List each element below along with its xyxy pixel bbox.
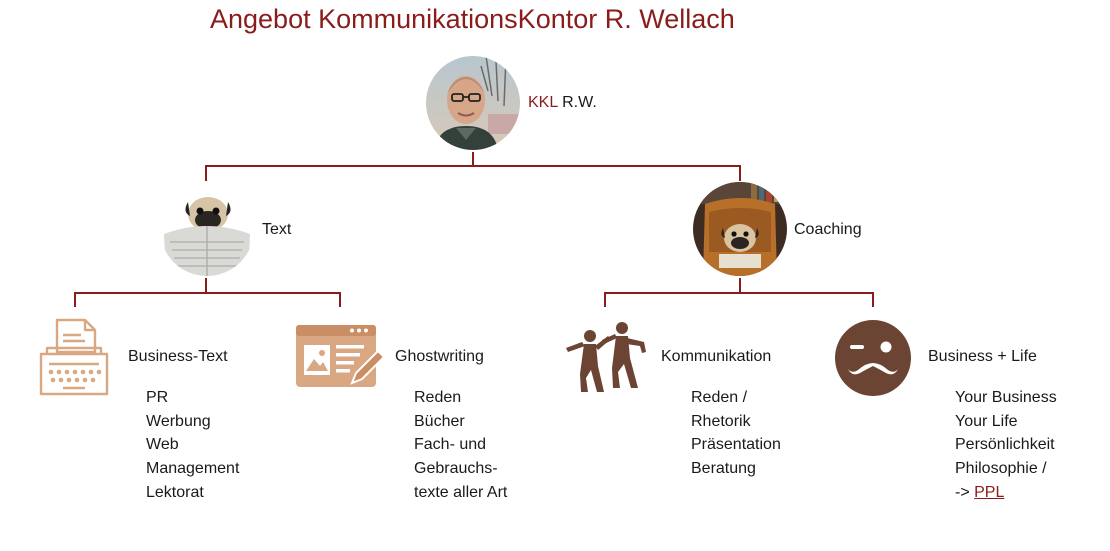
root-connector: [205, 152, 741, 181]
leaf-business-life-title: Business + Life: [928, 348, 1037, 365]
dancing-people-icon: [560, 318, 652, 396]
list-item: Beratung: [691, 460, 756, 478]
list-item: Web: [146, 436, 179, 454]
typewriter-icon: [37, 318, 111, 396]
branch-text-label: Text: [262, 221, 292, 238]
root-label-prefix: KKL: [528, 94, 558, 111]
link-prefix: ->: [955, 483, 970, 501]
leaf-ghostwriting-title: Ghostwriting: [395, 348, 484, 365]
browser-pen-icon: [294, 323, 386, 389]
branch-coaching-label: Coaching: [794, 221, 862, 238]
list-item: texte aller Art: [414, 483, 508, 501]
root-label: KKL R.W.: [528, 94, 597, 112]
leaf-kommunikation-title: Kommunikation: [661, 348, 772, 365]
pug-armchair-photo: [693, 182, 787, 276]
leaf-business-life-list: Your Business Your Life Persönlichkeit P…: [955, 386, 1057, 504]
coaching-connector: [604, 278, 874, 307]
root-label-suffix: R.W.: [562, 94, 597, 111]
list-item: Fach- und: [414, 436, 487, 454]
pug-newspaper-photo: [160, 182, 254, 276]
leaf-ghostwriting-list: Reden Bücher Fach- und Gebrauchs- texte …: [414, 386, 507, 504]
leaf-kommunikation-list: Reden / Rhetorik Präsentation Beratung: [691, 386, 781, 481]
list-item: Präsentation: [691, 436, 781, 454]
list-item-link-row: -> PPL: [955, 481, 1057, 505]
list-item: Gebrauchs-: [414, 460, 498, 478]
leaf-business-text-title: Business-Text: [128, 348, 228, 365]
list-item: Bücher: [414, 412, 465, 430]
leaf-business-text-list: PR Werbung Web Management Lektorat: [146, 386, 239, 504]
list-item: Your Life: [955, 412, 1018, 430]
page-title: Angebot KommunikationsKontor R. Wellach: [210, 4, 735, 34]
ppl-link[interactable]: PPL: [974, 483, 1005, 501]
list-item: Werbung: [146, 412, 211, 430]
list-item: Reden: [414, 389, 462, 406]
list-item: PR: [146, 389, 169, 406]
text-connector: [74, 278, 341, 307]
list-item: Management: [146, 460, 240, 478]
list-item: Persönlichkeit: [955, 436, 1055, 454]
list-item: Rhetorik: [691, 412, 751, 430]
list-item: Lektorat: [146, 483, 204, 501]
list-item: Philosophie /: [955, 460, 1047, 478]
wink-mustache-icon: [834, 319, 912, 397]
list-item: Reden /: [691, 389, 748, 406]
portrait-photo: [426, 56, 520, 150]
list-item: Your Business: [955, 389, 1057, 406]
